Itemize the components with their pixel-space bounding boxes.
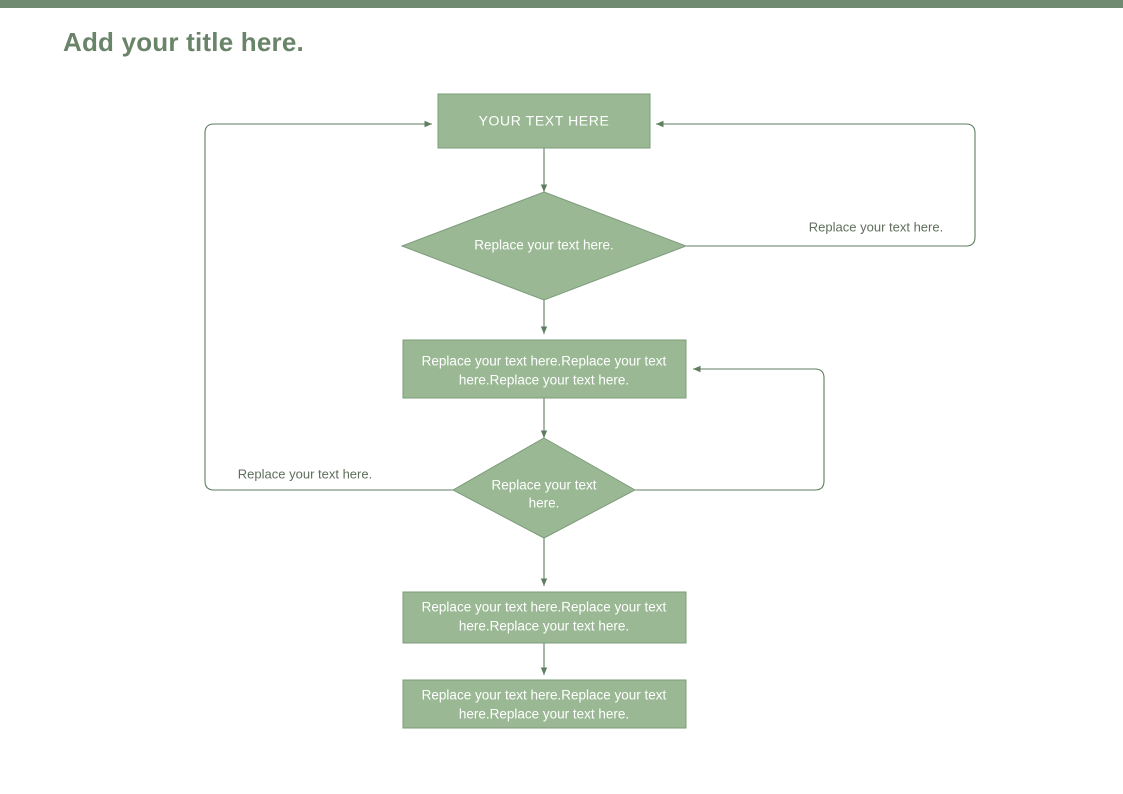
flow-node-decision-2-label-line1: Replace your text: [491, 478, 596, 493]
flow-node-process-2-label-line2: here.Replace your text here.: [459, 373, 629, 388]
flow-node-decision-1[interactable]: [400, 191, 688, 301]
connector-node4-right-loop-to-node3: [635, 365, 825, 491]
flow-node-process-4-label-line1: Replace your text here.Replace your text: [422, 688, 667, 703]
flow-node-decision-1-label: Replace your text here.: [474, 238, 614, 253]
connector-node4-left-loop-to-node1: [204, 120, 453, 491]
connector-node2-right-loop-to-node1: [656, 120, 976, 247]
edge-label-left: Replace your text here.: [238, 466, 372, 481]
flow-node-process-3-label-line2: here.Replace your text here.: [459, 619, 629, 634]
flow-node-process-4[interactable]: [402, 679, 687, 729]
flow-node-process-1[interactable]: [437, 93, 651, 149]
flow-node-process-3[interactable]: [402, 591, 687, 644]
page-title: Add your title here.: [63, 27, 304, 57]
edge-label-right: Replace your text here.: [809, 219, 943, 234]
flow-node-process-2-label-line1: Replace your text here.Replace your text: [422, 354, 667, 369]
flow-node-process-1-label: YOUR TEXT HERE: [479, 113, 610, 129]
flow-node-process-3-label-line1: Replace your text here.Replace your text: [422, 600, 667, 615]
flow-node-process-4-label-line2: here.Replace your text here.: [459, 707, 629, 722]
flow-node-decision-2-label-line2: here.: [529, 496, 560, 511]
flow-node-process-2[interactable]: [402, 339, 687, 399]
accent-top-bar: [0, 0, 1123, 8]
flow-node-decision-2[interactable]: [451, 437, 637, 539]
